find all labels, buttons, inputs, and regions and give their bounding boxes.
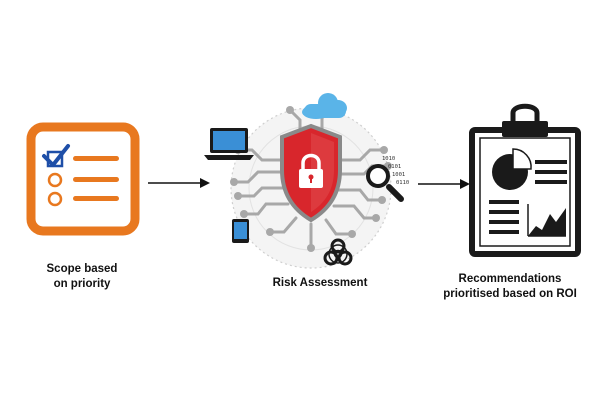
checklist-icon xyxy=(26,122,140,236)
label-line: on priority xyxy=(53,278,111,290)
label-line: Risk Assessment xyxy=(272,277,368,289)
circuit-traces xyxy=(234,108,388,248)
padlock-icon xyxy=(299,153,323,188)
arrow-right-icon xyxy=(418,179,470,189)
binary-code: 1010 0101 1001 0110 xyxy=(382,156,409,186)
arrow-right-icon xyxy=(148,178,210,188)
step-label-scope: Scope based on priority xyxy=(22,262,142,292)
cloud-icon xyxy=(302,93,347,119)
security-shield-icon: 1010 0101 1001 0110 xyxy=(204,93,409,269)
label-line: Scope based xyxy=(46,263,118,275)
label-line: prioritised based on ROI xyxy=(443,288,577,300)
label-line: Recommendations xyxy=(458,273,562,285)
clipboard-report-icon xyxy=(469,103,581,257)
step-label-recommendations: Recommendations prioritised based on ROI xyxy=(420,272,600,302)
laptop-icon xyxy=(204,128,254,160)
binary-line: 1010 xyxy=(382,156,395,162)
binary-line: 0110 xyxy=(396,180,409,186)
binary-line: 1001 xyxy=(392,172,405,178)
biohazard-icon xyxy=(323,238,353,266)
magnifying-glass-icon xyxy=(366,164,404,202)
step-label-risk-assessment: Risk Assessment xyxy=(250,276,390,291)
tablet-icon xyxy=(232,219,249,243)
binary-line: 0101 xyxy=(388,164,401,170)
